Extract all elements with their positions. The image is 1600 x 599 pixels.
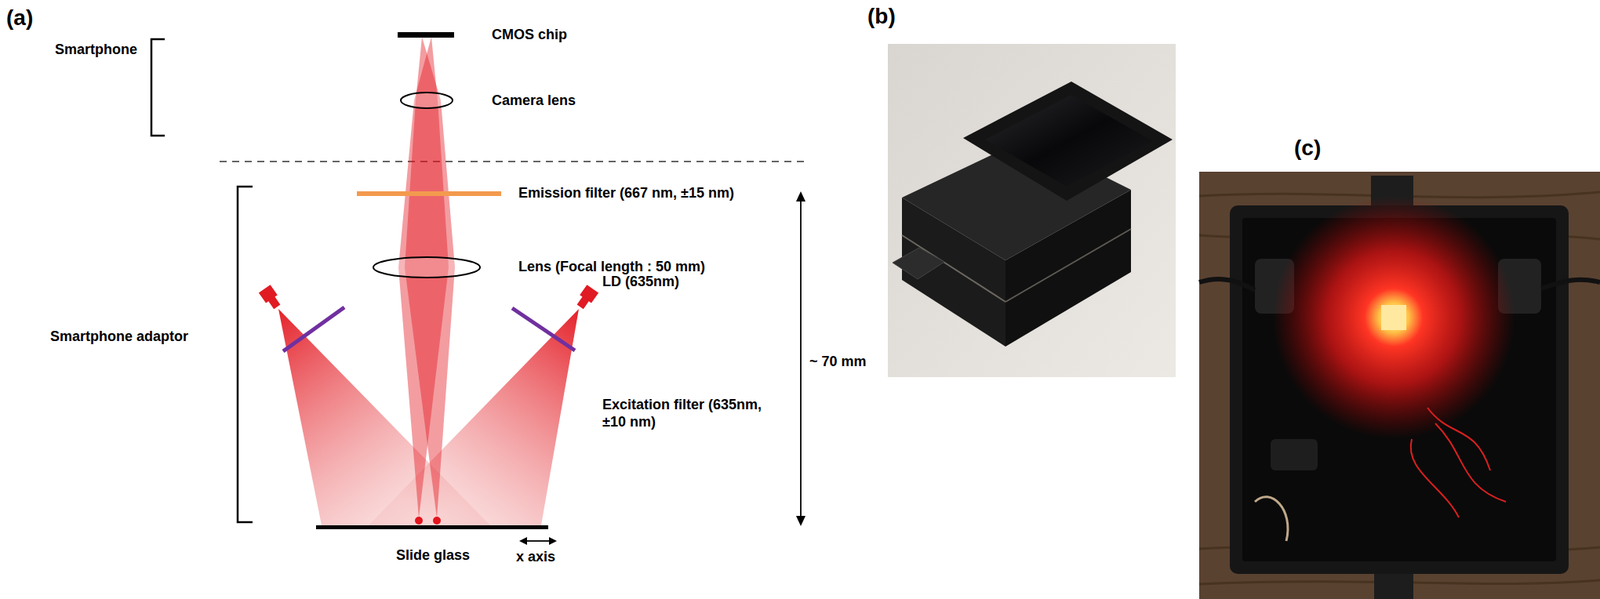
arrowhead xyxy=(549,537,557,546)
excitation-beam xyxy=(368,309,579,526)
part-label: Smartphone adaptor xyxy=(50,328,189,346)
slide-glass xyxy=(316,525,549,530)
housing-seam xyxy=(1005,229,1131,302)
cable xyxy=(1199,279,1600,291)
wire xyxy=(1410,407,1506,518)
laser-diode xyxy=(258,284,284,311)
smartphone-bracket xyxy=(151,39,165,136)
arrowhead xyxy=(519,537,528,546)
part-label: CMOS chip xyxy=(491,26,568,44)
smartphone-screen xyxy=(985,94,1153,187)
part-label: Emission filter (667 nm, ±15 nm) xyxy=(518,185,735,203)
panel-label: (c) xyxy=(1294,134,1321,162)
part-label: Camera lens xyxy=(491,92,576,110)
excitation-filter xyxy=(512,308,575,351)
arrowhead xyxy=(796,516,806,527)
axis-label: x axis xyxy=(516,549,556,567)
laser-nose xyxy=(268,296,281,310)
camera-lens xyxy=(400,92,453,109)
sample-dot xyxy=(414,516,423,525)
focusing-lens xyxy=(373,257,480,278)
wire xyxy=(1254,497,1288,542)
panel-label: (a) xyxy=(6,4,33,32)
panel-label: (b) xyxy=(867,3,896,30)
photo-background xyxy=(887,43,1176,378)
laser-glow xyxy=(1272,196,1516,440)
x-axis-arrow xyxy=(525,540,551,542)
part-label: Slide glass xyxy=(396,547,470,565)
sample-dot xyxy=(432,516,441,525)
part-label: LD (635nm) xyxy=(602,273,680,291)
smartphone-body xyxy=(963,81,1173,201)
laser-nose xyxy=(577,296,590,310)
dimension-label: ~ 70 mm xyxy=(809,353,867,371)
wood-grain xyxy=(1199,192,1600,585)
cmos-chip xyxy=(397,32,455,38)
slide-tray xyxy=(892,247,945,280)
dimension-arrow xyxy=(800,199,802,519)
arrowhead xyxy=(796,191,806,202)
adaptor-bracket xyxy=(237,186,253,523)
component xyxy=(1270,439,1318,471)
photo-background xyxy=(1199,171,1600,599)
laser-diode xyxy=(574,284,599,311)
part-label: Excitation filter (635nm, ±10 nm) xyxy=(602,396,771,431)
part-label: Smartphone xyxy=(54,41,138,59)
emission-filter xyxy=(356,191,502,197)
illuminated-spot xyxy=(1381,305,1407,331)
part-label: Lens (Focal length : 50 mm) xyxy=(518,258,706,277)
excitation-filter xyxy=(283,307,345,352)
boundary-dashed-line xyxy=(219,160,807,163)
